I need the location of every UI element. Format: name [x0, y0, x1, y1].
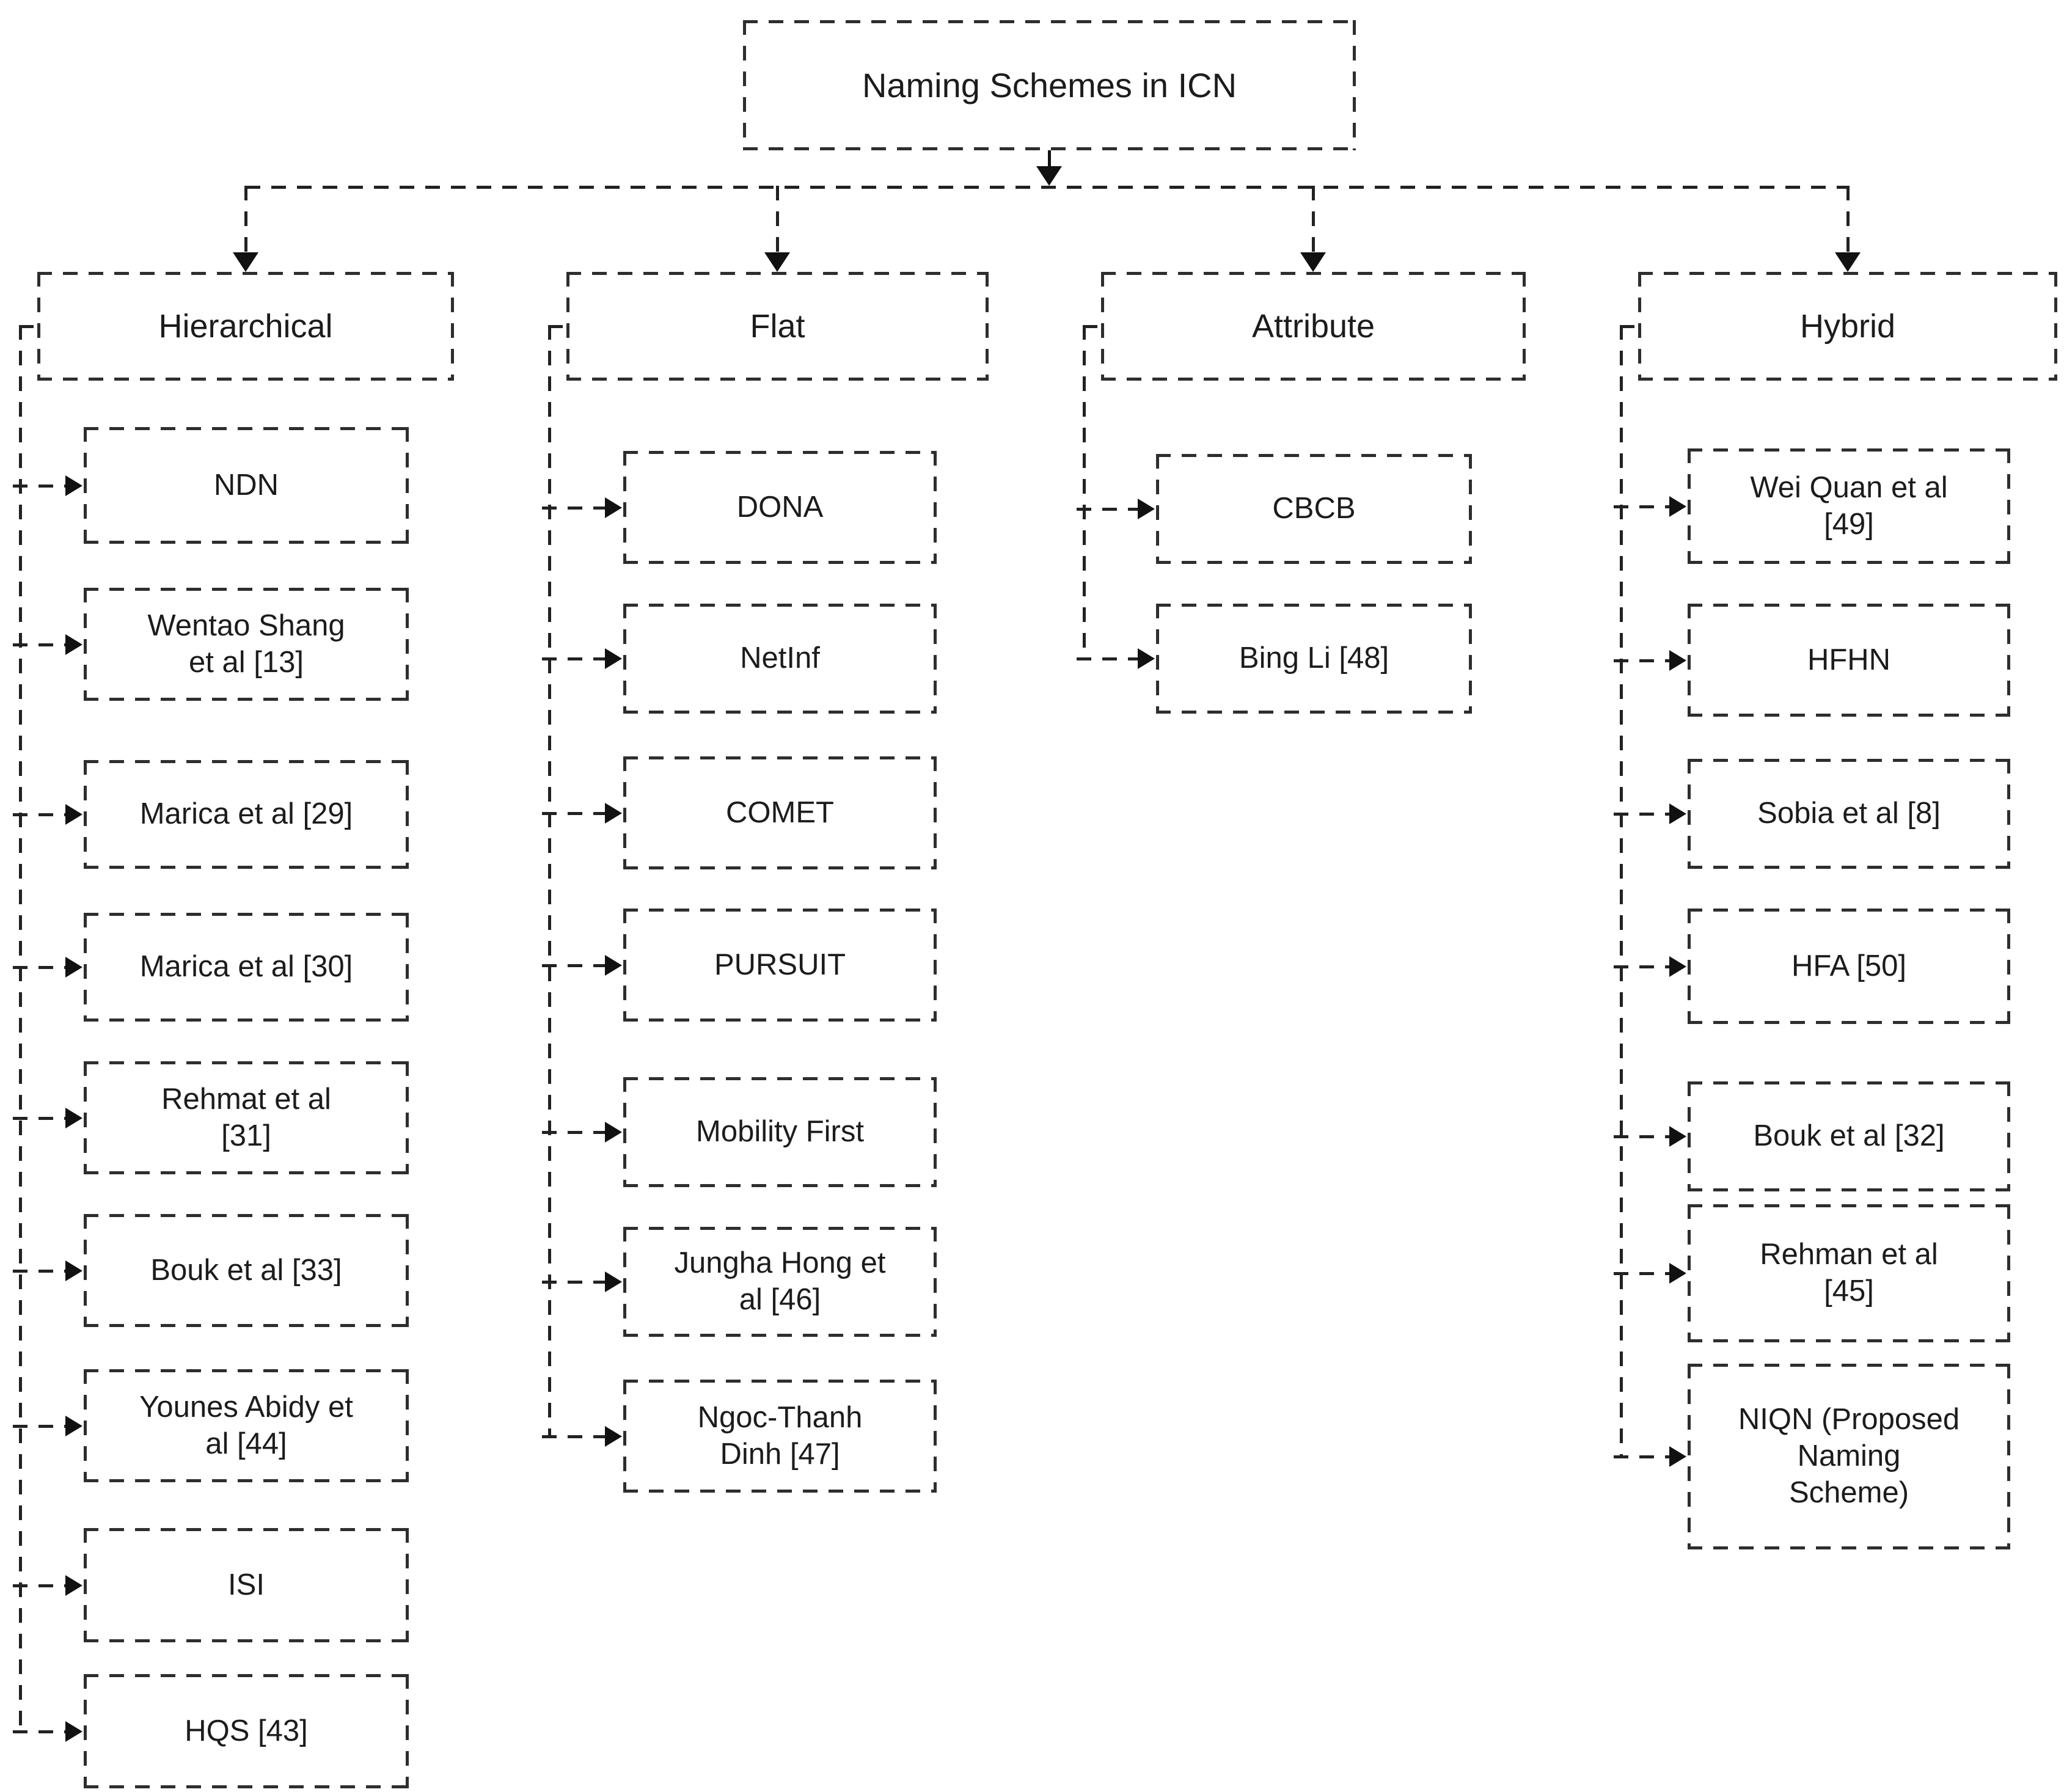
- scheme-node-hybrid-2: Sobia et al [8]: [1688, 759, 2010, 869]
- connector-root-line: [1048, 150, 1051, 171]
- scheme-node-flat-6: Ngoc-Thanh Dinh [47]: [623, 1380, 937, 1493]
- connector-branch-line: [1614, 1272, 1669, 1275]
- connector-branch-line: [1077, 508, 1138, 511]
- scheme-node-hierarchical-5: Bouk et al [33]: [84, 1214, 409, 1327]
- connector-branch-line: [13, 1269, 65, 1273]
- connector-stub-attribute: [1083, 325, 1101, 328]
- scheme-node-hybrid-0: Wei Quan et al [49]: [1688, 448, 2010, 564]
- category-node-hybrid: Hybrid: [1638, 272, 2057, 381]
- connector-branch-arrowhead-icon: [65, 475, 82, 496]
- connector-branch-arrowhead-icon: [1669, 1263, 1686, 1284]
- scheme-node-hybrid-4: Bouk et al [32]: [1688, 1081, 2010, 1191]
- scheme-node-hybrid-5: Rehman et al [45]: [1688, 1204, 2010, 1342]
- connector-drop-arrowhead-icon: [1835, 252, 1861, 272]
- scheme-node-flat-3: PURSUIT: [623, 909, 937, 1022]
- connector-branch-line: [1614, 505, 1669, 508]
- connector-branch-arrowhead-icon: [1669, 496, 1686, 517]
- connector-branch-line: [13, 1730, 65, 1733]
- connector-branch-line: [1614, 1135, 1669, 1138]
- connector-root-arrowhead-icon: [1036, 166, 1062, 186]
- connector-branch-arrowhead-icon: [605, 1122, 622, 1143]
- connector-stub-hybrid: [1620, 325, 1638, 328]
- connector-branch-arrowhead-icon: [605, 802, 622, 824]
- root-node: Naming Schemes in ICN: [743, 20, 1356, 150]
- scheme-node-hierarchical-3: Marica et al [30]: [84, 913, 409, 1022]
- connector-drop-arrowhead-icon: [1300, 252, 1326, 272]
- scheme-node-flat-1: NetInf: [623, 604, 937, 714]
- connector-branch-line: [13, 643, 65, 646]
- category-node-flat: Flat: [566, 272, 989, 381]
- connector-branch-arrowhead-icon: [65, 634, 82, 655]
- connector-drop-flat: [776, 186, 779, 254]
- connector-branch-arrowhead-icon: [65, 1260, 82, 1281]
- connector-branch-arrowhead-icon: [65, 1415, 82, 1436]
- connector-branch-line: [1614, 965, 1669, 968]
- connector-branch-line: [1614, 813, 1669, 816]
- connector-branch-line: [542, 1281, 605, 1284]
- connector-branch-arrowhead-icon: [605, 954, 622, 976]
- scheme-node-hybrid-3: HFA [50]: [1688, 909, 2010, 1024]
- connector-trunk-hierarchical: [19, 325, 22, 1733]
- connector-branch-arrowhead-icon: [1669, 649, 1686, 671]
- scheme-node-hierarchical-7: ISI: [84, 1528, 409, 1642]
- connector-branch-arrowhead-icon: [1138, 499, 1155, 519]
- scheme-node-hierarchical-2: Marica et al [29]: [84, 760, 409, 869]
- connector-branch-line: [542, 506, 605, 510]
- connector-branch-line: [542, 811, 605, 815]
- connector-branch-arrowhead-icon: [605, 1271, 622, 1292]
- connector-branch-arrowhead-icon: [1669, 956, 1686, 977]
- connector-branch-arrowhead-icon: [65, 1721, 82, 1742]
- connector-drop-hierarchical: [244, 186, 247, 254]
- connector-drop-arrowhead-icon: [233, 252, 258, 272]
- connector-branch-arrowhead-icon: [1138, 648, 1155, 669]
- scheme-node-hybrid-6: NIQN (Proposed Naming Scheme): [1688, 1364, 2010, 1549]
- category-node-attribute: Attribute: [1101, 272, 1526, 381]
- scheme-node-flat-0: DONA: [623, 451, 937, 564]
- connector-branch-arrowhead-icon: [1669, 1446, 1686, 1467]
- connector-drop-hybrid: [1846, 186, 1850, 254]
- connector-branch-line: [1614, 1455, 1669, 1458]
- connector-branch-line: [1077, 657, 1138, 660]
- connector-branch-arrowhead-icon: [605, 648, 622, 669]
- scheme-node-hierarchical-8: HQS [43]: [84, 1674, 409, 1788]
- connector-trunk-hybrid: [1620, 325, 1623, 1458]
- scheme-node-hierarchical-4: Rehmat et al [31]: [84, 1061, 409, 1174]
- connector-branch-line: [542, 964, 605, 967]
- connector-branch-arrowhead-icon: [605, 497, 622, 518]
- scheme-node-hierarchical-6: Younes Abidy et al [44]: [84, 1369, 409, 1482]
- connector-branch-arrowhead-icon: [1669, 1126, 1686, 1147]
- connector-drop-attribute: [1312, 186, 1315, 254]
- scheme-node-attribute-0: CBCB: [1156, 454, 1472, 564]
- connector-branch-line: [13, 813, 65, 816]
- connector-rail: [246, 186, 1849, 189]
- scheme-node-flat-4: Mobility First: [623, 1077, 937, 1187]
- connector-branch-line: [13, 966, 65, 969]
- connector-stub-hierarchical: [19, 325, 37, 328]
- scheme-node-flat-2: COMET: [623, 756, 937, 869]
- connector-branch-arrowhead-icon: [605, 1425, 622, 1447]
- scheme-node-hierarchical-1: Wentao Shang et al [13]: [84, 588, 409, 701]
- connector-branch-line: [1614, 659, 1669, 662]
- scheme-node-hybrid-1: HFHN: [1688, 604, 2010, 717]
- connector-stub-flat: [548, 325, 566, 328]
- scheme-node-attribute-1: Bing Li [48]: [1156, 604, 1472, 714]
- connector-branch-arrowhead-icon: [65, 957, 82, 978]
- connector-branch-line: [13, 1116, 65, 1120]
- connector-trunk-attribute: [1083, 325, 1086, 660]
- scheme-node-hierarchical-0: NDN: [84, 427, 409, 544]
- connector-branch-line: [13, 1584, 65, 1587]
- scheme-node-flat-5: Jungha Hong et al [46]: [623, 1227, 937, 1337]
- connector-trunk-flat: [548, 325, 551, 1438]
- connector-drop-arrowhead-icon: [764, 252, 790, 272]
- connector-branch-line: [542, 1131, 605, 1134]
- connector-branch-arrowhead-icon: [65, 1107, 82, 1128]
- connector-branch-line: [13, 1424, 65, 1428]
- connector-branch-line: [13, 484, 65, 488]
- category-node-hierarchical: Hierarchical: [37, 272, 454, 381]
- connector-branch-arrowhead-icon: [1669, 803, 1686, 824]
- connector-branch-line: [542, 657, 605, 660]
- connector-branch-arrowhead-icon: [65, 804, 82, 825]
- connector-branch-line: [542, 1435, 605, 1438]
- connector-branch-arrowhead-icon: [65, 1574, 82, 1596]
